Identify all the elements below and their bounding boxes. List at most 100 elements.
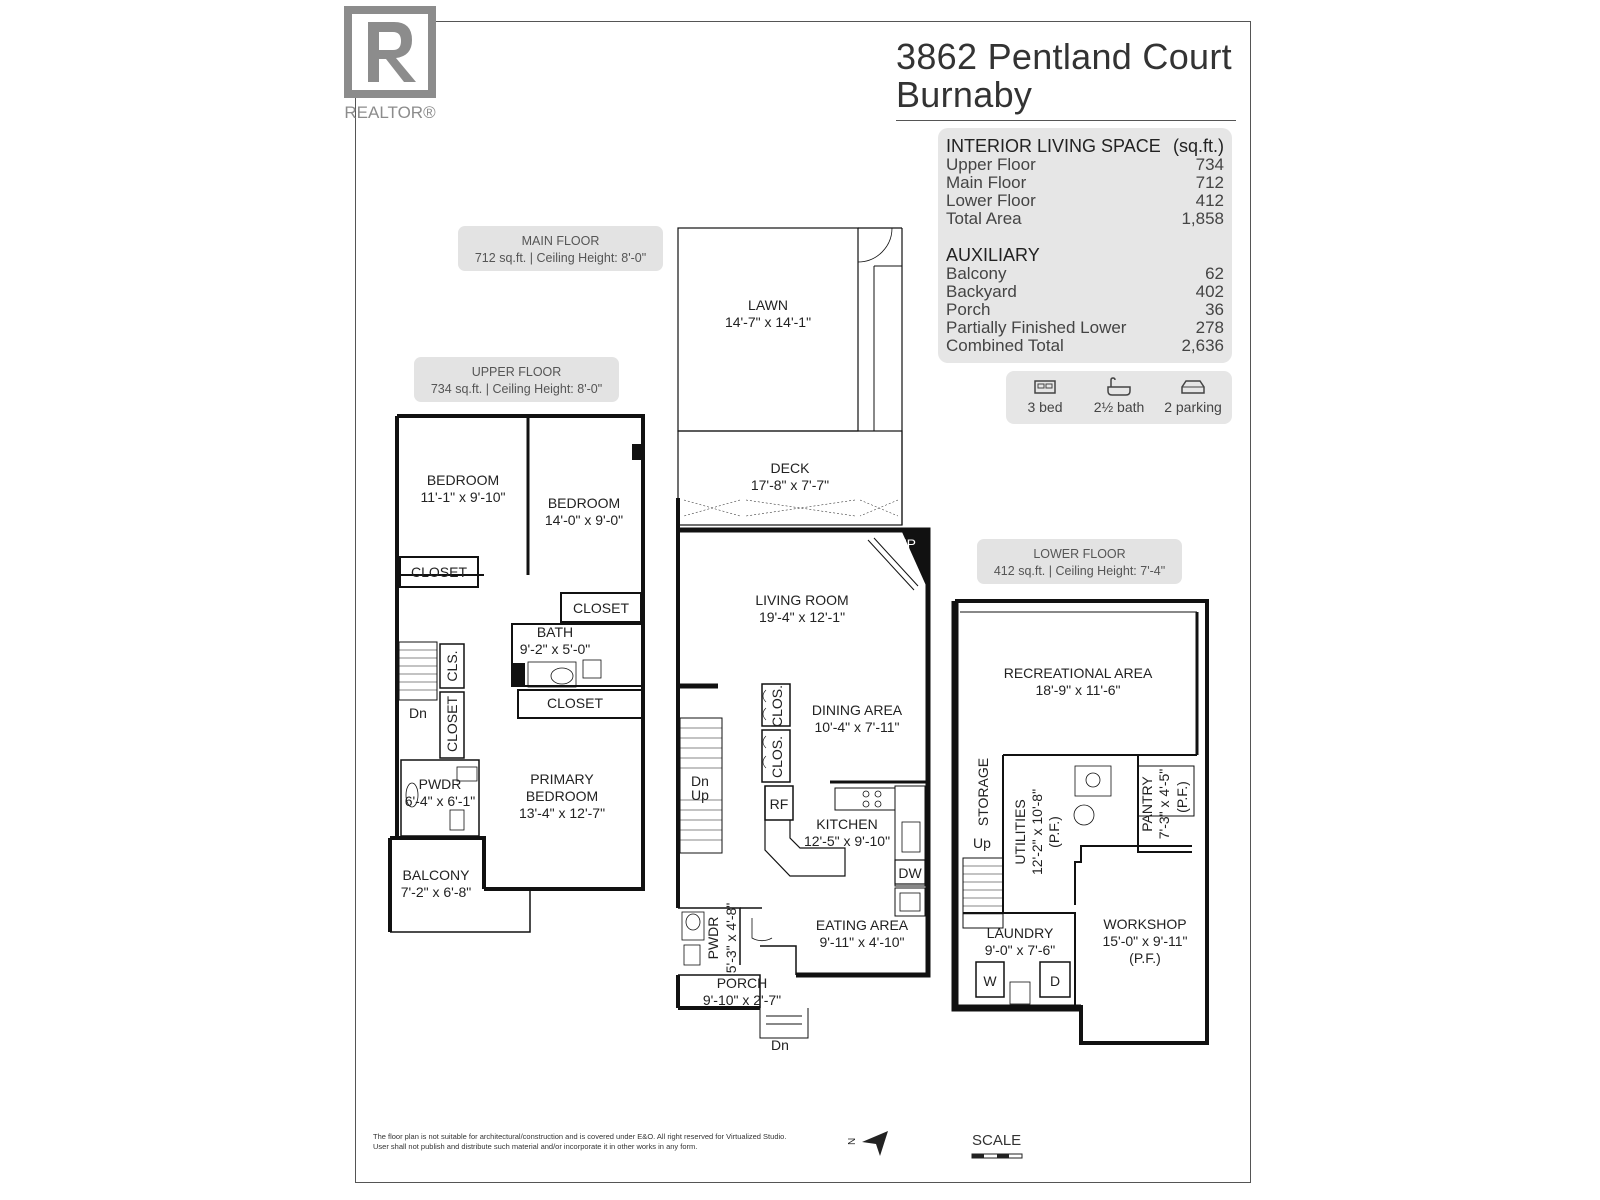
stairs-down-label: Dn — [409, 705, 427, 721]
area-summary-panel: INTERIOR LIVING SPACE (sq.ft.) Upper Flo… — [938, 128, 1232, 363]
closet-label: CLOS. — [769, 685, 785, 727]
kitchen-dims: 12'-5" x 9'-10" — [804, 833, 890, 849]
eating-area-label: EATING AREA — [816, 917, 909, 933]
floor-name: LOWER FLOOR — [1033, 547, 1126, 561]
fireplace-block — [902, 532, 928, 590]
area-value: 62 — [1205, 264, 1224, 283]
workshop-label: WORKSHOP — [1103, 916, 1186, 932]
area-row: Total Area 1,858 — [946, 209, 1224, 228]
powder-room-label: PWDR — [419, 776, 462, 792]
area-label: Combined Total — [946, 336, 1064, 355]
disclaimer-text: The floor plan is not suitable for archi… — [373, 1132, 787, 1151]
eating-area-dims: 9'-11" x 4'-10" — [819, 934, 904, 950]
utilities-label: UTILITIES — [1012, 799, 1028, 864]
powder-room-dims: 5'-3" x 4'-8" — [723, 903, 739, 974]
workshop-dims: 15'-0" x 9'-11" — [1102, 933, 1187, 949]
deck-label: DECK — [771, 460, 811, 476]
balcony-label: BALCONY — [403, 867, 471, 883]
area-value: 1,858 — [1181, 209, 1224, 228]
area-label: Main Floor — [946, 173, 1027, 192]
primary-bedroom-dims: 13'-4" x 12'-7" — [519, 805, 605, 821]
feature-beds: 3 bed — [1010, 375, 1080, 415]
powder-room-dims: 6'-4" x 6'-1" — [405, 793, 476, 809]
laundry-dims: 9'-0" x 7'-6" — [985, 942, 1056, 958]
plan-sheet-border — [355, 21, 1251, 1183]
recreational-area-dims: 18'-9" x 11'-6" — [1035, 682, 1120, 698]
living-room-label: LIVING ROOM — [755, 592, 848, 608]
stairs-up-label: Up — [973, 835, 991, 851]
dishwasher-label: DW — [898, 865, 922, 881]
dining-area-label: DINING AREA — [812, 702, 903, 718]
interior-heading: INTERIOR LIVING SPACE — [946, 136, 1161, 156]
area-value: 412 — [1195, 191, 1224, 210]
area-label: Porch — [946, 300, 991, 319]
area-value: 402 — [1195, 282, 1224, 301]
storage-label: STORAGE — [975, 758, 991, 826]
utilities-dims: 12'-2" x 10'-8" — [1029, 789, 1045, 875]
dryer-label: D — [1050, 973, 1060, 989]
floor-name: UPPER FLOOR — [471, 365, 562, 379]
closet-label: CLS. — [444, 650, 460, 681]
address-line-2: Burnaby — [896, 74, 1033, 115]
main-floor-tag: MAIN FLOOR 712 sq.ft. | Ceiling Height: … — [458, 226, 663, 271]
floor-info: 734 sq.ft. | Ceiling Height: 8'-0" — [430, 382, 603, 396]
floor-name: MAIN FLOOR — [521, 234, 600, 248]
lower-floor-plan — [951, 599, 1209, 1045]
washer-label: W — [983, 973, 997, 989]
bath-label: BATH — [537, 624, 573, 640]
lawn-dims: 14'-7" x 14'-1" — [725, 314, 811, 330]
bedroom-label: BEDROOM — [548, 495, 620, 511]
pantry-label: PANTRY — [1139, 776, 1155, 832]
gate-door — [857, 227, 893, 263]
stairs-up-label: Up — [691, 787, 709, 803]
area-value: 36 — [1205, 300, 1224, 319]
auxiliary-heading: AUXILIARY — [946, 245, 1040, 265]
feature-baths: 2½ bath — [1084, 375, 1154, 415]
features-panel: 3 bed 2½ bath 2 parking — [1006, 371, 1232, 424]
address-divider — [896, 120, 1236, 121]
area-row: Main Floor 712 — [946, 173, 1224, 192]
address-line-1: 3862 Pentland Court — [896, 36, 1232, 77]
refrigerator-label: RF — [770, 796, 789, 812]
workshop-note: (P.F.) — [1129, 950, 1161, 966]
closet-label: CLOSET — [547, 695, 603, 711]
upper-floor-plan — [388, 414, 645, 933]
laundry-label: LAUNDRY — [987, 925, 1054, 941]
scale-bar — [971, 1153, 1023, 1159]
porch-dims: 9'-10" x 2'-7" — [703, 992, 781, 1008]
pantry-note: (P.F.) — [1174, 781, 1190, 813]
area-value: 278 — [1195, 318, 1224, 337]
logo-text: REALTOR® — [344, 103, 436, 122]
primary-bedroom-label-2: BEDROOM — [526, 788, 598, 804]
feature-parking: 2 parking — [1158, 375, 1228, 415]
bedroom-dims: 11'-1" x 9'-10" — [420, 489, 505, 505]
area-row: Balcony 62 — [946, 264, 1224, 283]
porch-label: PORCH — [717, 975, 768, 991]
feature-label: 3 bed — [1027, 399, 1063, 415]
feature-label: 2 parking — [1164, 399, 1222, 415]
pantry-dims: 7'-3" x 4'-5" — [1156, 769, 1172, 840]
bedroom-label: BEDROOM — [427, 472, 499, 488]
area-value: 712 — [1195, 173, 1224, 192]
closet-label: CLOSET — [573, 600, 629, 616]
area-label: Balcony — [946, 264, 1007, 283]
property-address: 3862 Pentland Court Burnaby — [896, 38, 1236, 114]
area-row: Porch 36 — [946, 300, 1224, 319]
feature-label: 2½ bath — [1093, 399, 1145, 415]
fireplace-label: FP — [898, 536, 916, 552]
closet-label: CLOSET — [444, 696, 460, 752]
primary-bedroom-label: PRIMARY — [530, 771, 594, 787]
area-label: Total Area — [946, 209, 1022, 228]
area-label: Upper Floor — [946, 155, 1036, 174]
upper-floor-tag: UPPER FLOOR 734 sq.ft. | Ceiling Height:… — [414, 357, 619, 402]
bed-icon — [1034, 380, 1056, 394]
bath-dims: 9'-2" x 5'-0" — [520, 641, 591, 657]
area-label: Lower Floor — [946, 191, 1036, 210]
car-icon — [1181, 380, 1205, 394]
powder-room-label: PWDR — [705, 917, 721, 960]
porch-steps-label: Dn — [771, 1037, 789, 1053]
